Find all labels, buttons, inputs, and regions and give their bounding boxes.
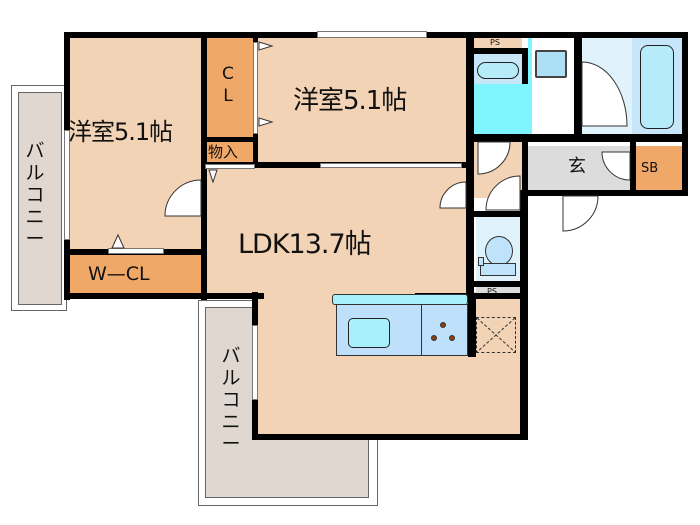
western-room-top-label: 洋室5.1帖	[293, 86, 407, 116]
walk-in-closet-label: W—CL	[88, 263, 150, 285]
toilet-icon	[485, 236, 513, 266]
balcony-left-label: バ ル コ ニ ー	[25, 140, 45, 250]
pipe-space-toilet	[476, 287, 520, 298]
window-left-room	[64, 130, 70, 240]
storage	[207, 142, 253, 164]
ldk-label: LDK13.7帖	[238, 229, 372, 260]
closet-door[interactable]	[253, 42, 258, 134]
sliding-door-top-room[interactable]	[320, 163, 462, 168]
bathtub-icon	[640, 45, 674, 129]
pipe-space-top	[474, 38, 522, 48]
western-room-top	[258, 38, 466, 162]
entrance-label: 玄	[568, 156, 586, 177]
window-top-room	[317, 31, 427, 38]
closet	[207, 38, 253, 137]
kitchen-counter	[332, 294, 468, 305]
sink-icon	[348, 318, 390, 348]
washing-machine-icon	[535, 50, 567, 78]
pipe-space-top-label: PS	[490, 38, 500, 47]
pipe-space-toilet-label: PS	[487, 287, 497, 296]
wcl-door[interactable]	[108, 248, 164, 254]
shoe-box	[636, 146, 682, 190]
storage-label: 物入	[208, 143, 239, 161]
shoe-box-label: SB	[641, 161, 659, 176]
ldk	[207, 168, 467, 298]
closet-label: C L	[222, 64, 234, 106]
balcony-bottom-label: バ ル コ ニ ー	[221, 345, 241, 455]
fridge-space	[476, 317, 516, 353]
stove-icon	[422, 304, 468, 356]
window-ldk	[252, 325, 258, 400]
western-room-left-label: 洋室5.1帖	[68, 118, 173, 146]
walk-in-closet	[70, 255, 202, 293]
balcony-left	[11, 85, 67, 311]
storage-door[interactable]	[205, 164, 255, 169]
wash-basin-icon	[477, 62, 519, 79]
